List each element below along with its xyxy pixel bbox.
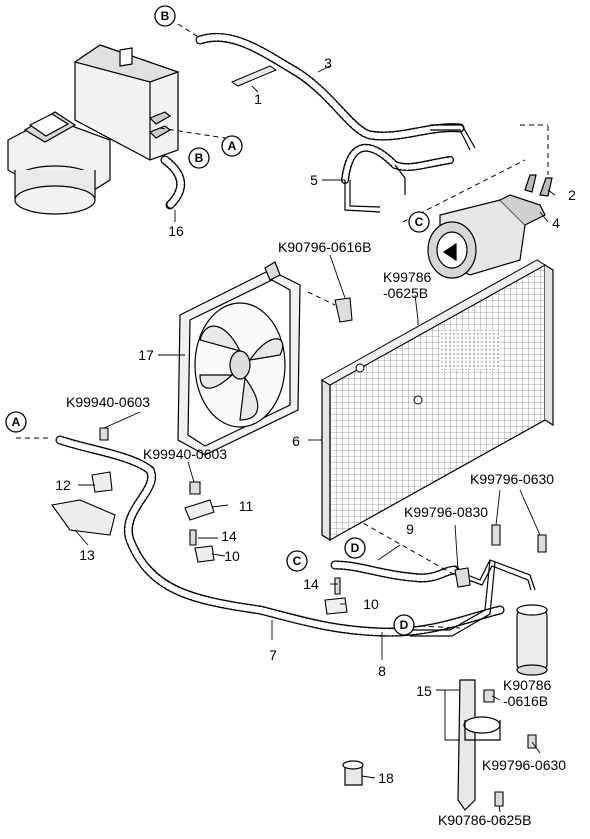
callout-3: 3 xyxy=(324,55,332,71)
part-code-k90786-line1: K90786 xyxy=(503,677,551,693)
compressor xyxy=(427,174,553,279)
callout-8: 8 xyxy=(378,663,386,679)
receiver-drier xyxy=(457,604,548,811)
callout-12: 12 xyxy=(55,477,71,493)
part-code-k99786-line1: K99786 xyxy=(383,269,431,285)
part-code-k99940-upper: K99940-0603 xyxy=(66,394,150,410)
connector-a-top-label: A xyxy=(228,139,237,153)
callout-14-upper: 14 xyxy=(221,528,237,544)
connector-a-top: A xyxy=(221,135,243,157)
callout-11: 11 xyxy=(239,498,254,514)
condenser xyxy=(321,259,554,542)
connector-d-condenser: D xyxy=(344,537,366,559)
grommet-part-18 xyxy=(342,760,364,786)
metal-pipes xyxy=(344,124,536,637)
connector-d-low-label: D xyxy=(400,618,409,632)
leader-lines xyxy=(74,65,556,813)
connector-b-top-label: B xyxy=(161,9,170,23)
part-code-k99796-0830: K99796-0830 xyxy=(404,504,488,520)
callout-9: 9 xyxy=(406,521,414,537)
bracket-part-1 xyxy=(230,65,278,87)
evaporator-unit xyxy=(7,44,180,215)
part-code-k90786-0625b: K90786-0625B xyxy=(438,812,531,828)
callout-1: 1 xyxy=(254,91,262,107)
connector-a-left: A xyxy=(5,411,27,433)
connector-c-low: C xyxy=(286,550,308,572)
callout-2: 2 xyxy=(568,187,576,203)
part-code-k99796-0630-low: K99796-0630 xyxy=(482,757,566,773)
part-code-k90786-line2: -0616B xyxy=(503,693,548,709)
callout-16: 16 xyxy=(168,223,184,239)
callout-6: 6 xyxy=(292,433,300,449)
callout-7: 7 xyxy=(269,647,277,663)
connector-c-low-label: C xyxy=(293,554,302,568)
callout-18: 18 xyxy=(378,770,394,786)
connector-c-top: C xyxy=(408,211,430,233)
fan-shroud xyxy=(177,261,301,456)
callout-4: 4 xyxy=(552,215,560,231)
connector-b-mid-label: B xyxy=(195,151,204,165)
callout-17: 17 xyxy=(138,347,154,363)
callout-13: 13 xyxy=(79,547,95,563)
connector-d-low: D xyxy=(393,614,415,636)
part-code-k99786-line2: -0625B xyxy=(383,285,428,301)
part-code-k99940-lower: K99940-0603 xyxy=(143,446,227,462)
callout-15: 15 xyxy=(416,683,432,699)
callout-10-lower: 10 xyxy=(363,596,379,612)
part-code-k99796-0630-top: K99796-0630 xyxy=(470,471,554,487)
connector-b-top: B xyxy=(154,5,176,27)
connector-b-mid: B xyxy=(188,147,210,169)
part-code-k90796-0616b: K90796-0616B xyxy=(278,239,371,255)
callout-10-upper: 10 xyxy=(224,548,240,564)
small-fasteners xyxy=(51,297,547,807)
connector-a-left-label: A xyxy=(12,415,21,429)
connector-d-condenser-label: D xyxy=(351,541,360,555)
callout-14-lower: 14 xyxy=(303,576,319,592)
callout-5: 5 xyxy=(310,172,318,188)
connector-c-top-label: C xyxy=(415,215,424,229)
